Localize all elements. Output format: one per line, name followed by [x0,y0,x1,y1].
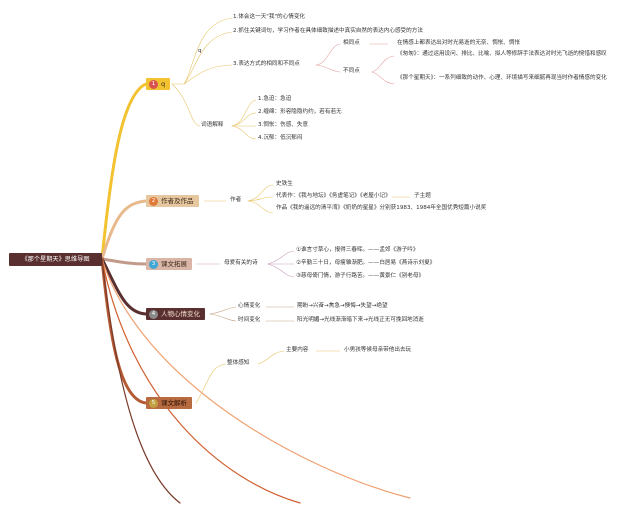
branch-label-4: 人物心情变化 [161,310,200,318]
branch-label-5: 课文解析 [161,399,187,407]
b1-item-2: 2.抓住关键词句，学习作者在具体细致描述中真实自然的表达内心感受的方法 [233,28,423,34]
branch-number-1: 1 [149,79,158,89]
branch-label-1: q [161,80,166,88]
curve-brown-long [101,258,181,504]
b3-poem-1: ①谁言寸草心，报得三春晖。——孟郊《游子吟》 [296,247,419,253]
b1-diff-b: 《那个星期天》：一系列细致的动作、心理、环境描写来细腻再现当时作者情感的变化 [397,75,607,81]
curve-red-long [101,258,301,504]
b1-sub-label: q [198,48,202,54]
branch-line-1 [100,82,148,261]
b1-diff-label: 不同点 [343,68,360,74]
b2-works: 代表作：《我与地坛》《务虚笔记》《老屋小记》 [276,193,391,199]
b3-poem-3: ③慈母倚门情，游子行路苦。——黄景仁《别老母》 [296,273,425,279]
b1-word-3: 3.惆怅：伤感、失意 [258,122,309,128]
b1-same-text: 在情感上都表达出对时光易逝的无奈、惆怅、惆怅 [397,40,521,46]
b1-word-4: 4.沉郁：低沉郁闷 [258,135,303,141]
branch-number-4: 4 [149,309,158,319]
b4-time: 阳光明媚→光线渐渐暗下来→光线正无可挽回地消逝 [297,317,424,323]
branch-label-2: 作者及作品 [161,197,194,205]
b1-diff-a: 《匆匆》：通过运用设问、排比、比喻、拟人等修辞手法表达对时光飞逝的惋惜和感叹 [397,51,607,57]
b4-time-label: 时间变化 [238,317,261,323]
b2-award: 作品《我的遥远的清平湾》《奶奶的星星》分别获1983、1984年全国优秀短篇小说… [276,205,487,211]
b2-sub-label: 作者 [230,197,242,203]
branch-number-2: 2 [149,196,158,206]
b1-words-label: 词语解释 [201,122,224,128]
branch-line-3 [100,257,148,266]
b5-main-label: 主要内容 [286,347,309,353]
b1-same-label: 相同点 [343,40,360,46]
curve-orange-long [101,258,411,499]
branch-line-2 [100,199,148,261]
b1-item-1: 1.体会这一天"我"的心情变化 [233,14,306,20]
branch-label-3: 课文拓展 [161,260,187,268]
b4-mood: 期盼→兴奋→焦急→懊悔→失望→绝望 [297,303,388,309]
b2-works-tag: 子主题 [414,193,431,199]
branch-line-5 [100,257,148,405]
branch-number-5: 5 [149,398,158,408]
branch-node-2[interactable]: 2 作者及作品 [146,195,199,207]
b1-item-3: 3.表达方式的相同和不同点 [233,61,300,67]
branch-node-1[interactable]: 1 q [146,78,171,90]
branch-line-4 [100,257,148,316]
b3-poem-2: ②辛勤三十日，母瘦雏渐肥。——白居易《燕诗示刘叟》 [296,260,436,266]
branch-number-3: 3 [149,259,158,269]
b4-mood-label: 心情变化 [238,303,261,309]
root-node[interactable]: 《那个星期天》思维导图 [9,253,102,266]
b5-main-text: 小男孩等候母亲带他出去玩 [344,347,412,353]
b5-sub-label: 整体感知 [227,360,250,366]
b3-sub-label: 母爱有关的诗 [224,260,258,266]
b2-author-name: 史铁生 [276,181,293,187]
b1-word-2: 2.缠绵：形容隐隐约约，若有若无 [258,109,342,115]
branch-node-5[interactable]: 5 课文解析 [146,397,192,409]
branch-node-4[interactable]: 4 人物心情变化 [146,308,205,320]
b1-word-1: 1.急迫：急迫 [258,96,292,102]
branch-node-3[interactable]: 3 课文拓展 [146,258,192,270]
